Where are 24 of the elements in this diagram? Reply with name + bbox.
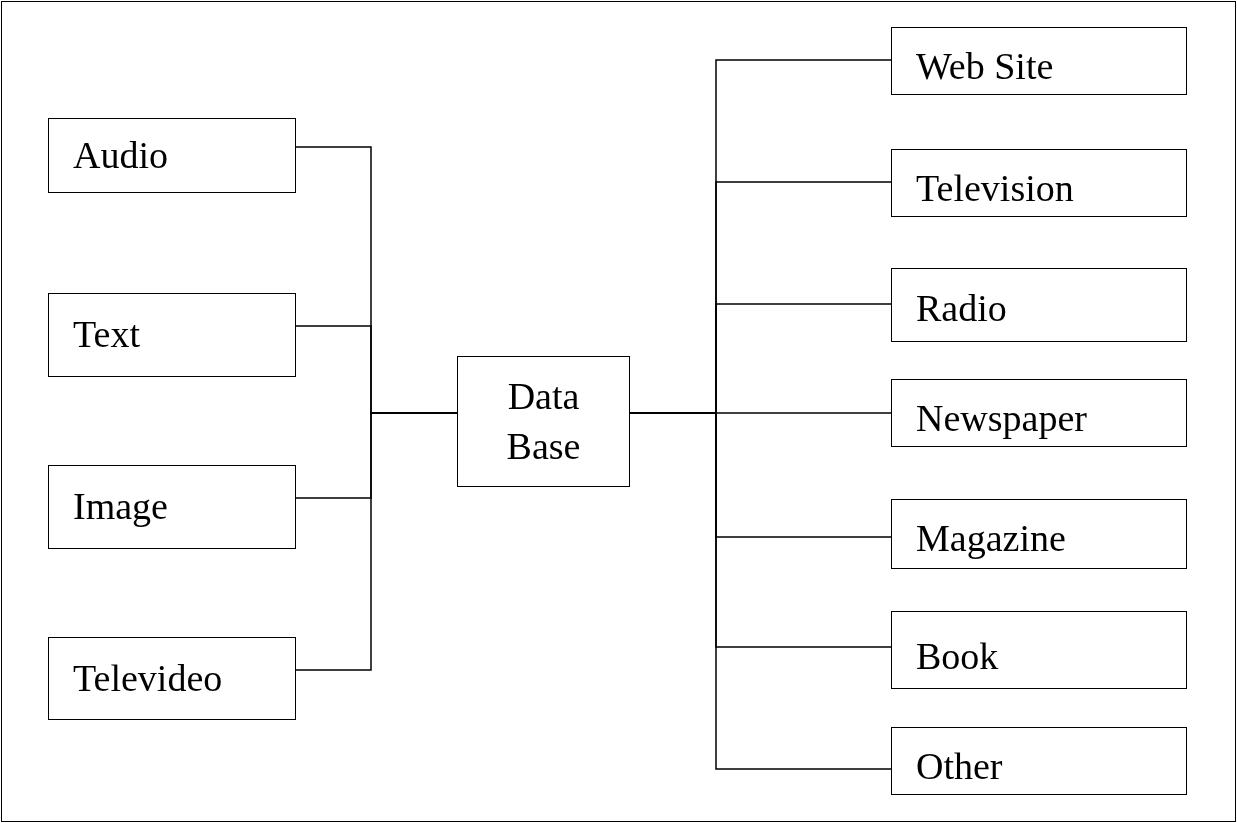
- box: [891, 379, 1187, 447]
- box-label: Magazine: [916, 516, 1066, 562]
- box-label: Image: [73, 484, 168, 530]
- box: [48, 637, 296, 720]
- box-label: Book: [916, 634, 999, 680]
- box-label: Televideo: [73, 655, 223, 701]
- box: [48, 118, 296, 193]
- box-label: Data Base: [505, 374, 582, 469]
- box-label: Audio: [73, 132, 168, 178]
- box-label: Other: [916, 744, 1003, 790]
- box: [891, 499, 1187, 569]
- box-label: Television: [916, 166, 1074, 212]
- box: [48, 465, 296, 549]
- box: [891, 611, 1187, 689]
- box: [891, 727, 1187, 795]
- box-label: Newspaper: [916, 396, 1087, 442]
- box-label: Text: [73, 312, 140, 358]
- box: [891, 27, 1187, 95]
- box: [48, 293, 296, 377]
- box: [457, 356, 630, 487]
- box: [891, 149, 1187, 217]
- box: [891, 268, 1187, 342]
- box-label: Radio: [916, 286, 1007, 332]
- box-label: Web Site: [916, 44, 1054, 90]
